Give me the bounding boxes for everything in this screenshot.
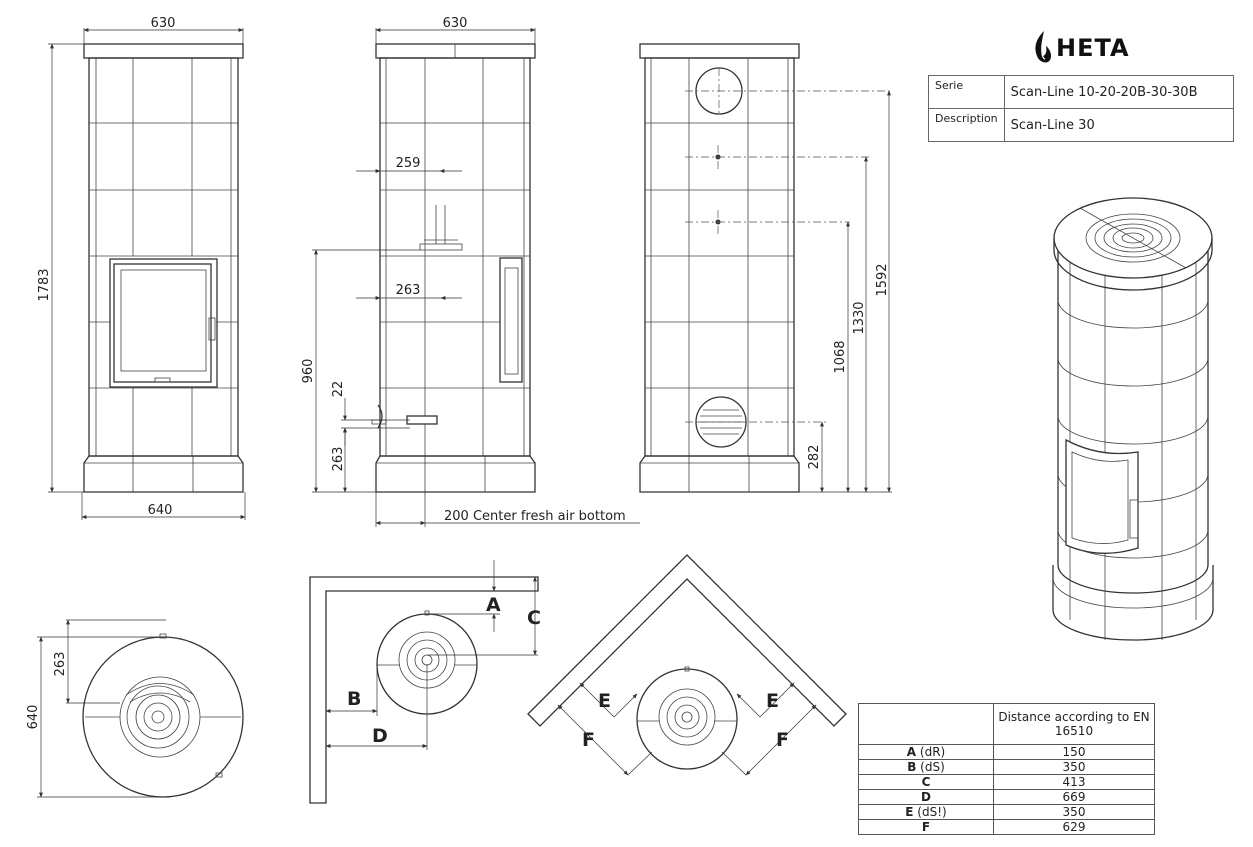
row-note: (dR): [916, 745, 946, 759]
wall-clearance-diagram: A C B D: [309, 560, 541, 804]
label-d: D: [372, 725, 388, 747]
front-width-top-label: 630: [151, 16, 176, 31]
back-dim-282-label: 282: [807, 445, 822, 470]
row-code: E: [905, 805, 914, 819]
series-info-table: Serie Scan-Line 10-20-20B-30-30B Descrip…: [928, 75, 1234, 142]
serie-value: Scan-Line 10-20-20B-30-30B: [1003, 75, 1234, 109]
front-width-bottom-label: 640: [148, 503, 173, 518]
row-value: 629: [993, 819, 1155, 835]
heta-logo: HETA: [1032, 30, 1130, 66]
table-row: B (dS) 350: [858, 759, 1155, 775]
isometric-stove-view: [1052, 197, 1214, 641]
corner-clearance-diagram: E E F F: [527, 554, 847, 776]
top-view: 640 263: [26, 619, 244, 798]
row-note: (dS!): [913, 805, 947, 819]
row-note: (dS): [916, 760, 945, 774]
back-dim-1068-label: 1068: [833, 340, 848, 373]
serie-key: Serie: [928, 75, 1005, 109]
table-header-row: Distance according to EN 16510: [858, 703, 1155, 745]
label-e-left: E: [598, 690, 611, 712]
label-b: B: [347, 688, 361, 710]
distance-header: Distance according to EN 16510: [993, 703, 1155, 745]
row-value: 150: [993, 744, 1155, 760]
table-row: D 669: [858, 789, 1155, 805]
label-f-left: F: [582, 729, 595, 751]
table-row: E (dS!) 350: [858, 804, 1155, 820]
side-view: 630 259 263 960 22 263 200 Center fresh …: [301, 16, 640, 527]
side-dim-259-label: 259: [396, 156, 421, 171]
description-key: Description: [928, 108, 1005, 142]
fresh-air-note: 200 Center fresh air bottom: [444, 509, 626, 524]
row-value: 350: [993, 804, 1155, 820]
label-e-right: E: [766, 690, 779, 712]
top-dim-263-label: 263: [53, 652, 68, 677]
description-value: Scan-Line 30: [1003, 108, 1234, 142]
table-row: F 629: [858, 819, 1155, 835]
side-dim-263-lower-label: 263: [331, 447, 346, 472]
table-row: Description Scan-Line 30: [928, 108, 1234, 142]
flame-icon: [1035, 31, 1052, 63]
label-c: C: [527, 607, 541, 629]
brand-name: HETA: [1056, 34, 1130, 62]
side-width-top-label: 630: [443, 16, 468, 31]
row-code: F: [921, 820, 931, 834]
row-value: 350: [993, 759, 1155, 775]
distance-table: Distance according to EN 16510 A (dR) 15…: [858, 703, 1155, 835]
side-dim-960-label: 960: [301, 359, 316, 384]
row-value: 413: [993, 774, 1155, 790]
header-empty-cell: [858, 703, 994, 745]
table-row: Serie Scan-Line 10-20-20B-30-30B: [928, 75, 1234, 109]
side-dim-22-label: 22: [331, 381, 346, 398]
table-row: A (dR) 150: [858, 744, 1155, 760]
row-value: 669: [993, 789, 1155, 805]
side-dim-263-upper-label: 263: [396, 283, 421, 298]
table-row: C 413: [858, 774, 1155, 790]
row-code: A: [906, 745, 917, 759]
row-code: C: [921, 775, 931, 789]
back-dim-1330-label: 1330: [852, 301, 867, 334]
front-view: 630 640 1783: [37, 16, 246, 520]
row-code: B: [907, 760, 917, 774]
label-f-right: F: [776, 729, 789, 751]
back-view: 282 1068 1330 1592: [639, 43, 892, 493]
label-a: A: [486, 594, 501, 616]
front-height-label: 1783: [37, 268, 52, 301]
top-dim-640-label: 640: [26, 705, 41, 730]
back-dim-1592-label: 1592: [875, 263, 890, 296]
row-code: D: [921, 790, 931, 804]
